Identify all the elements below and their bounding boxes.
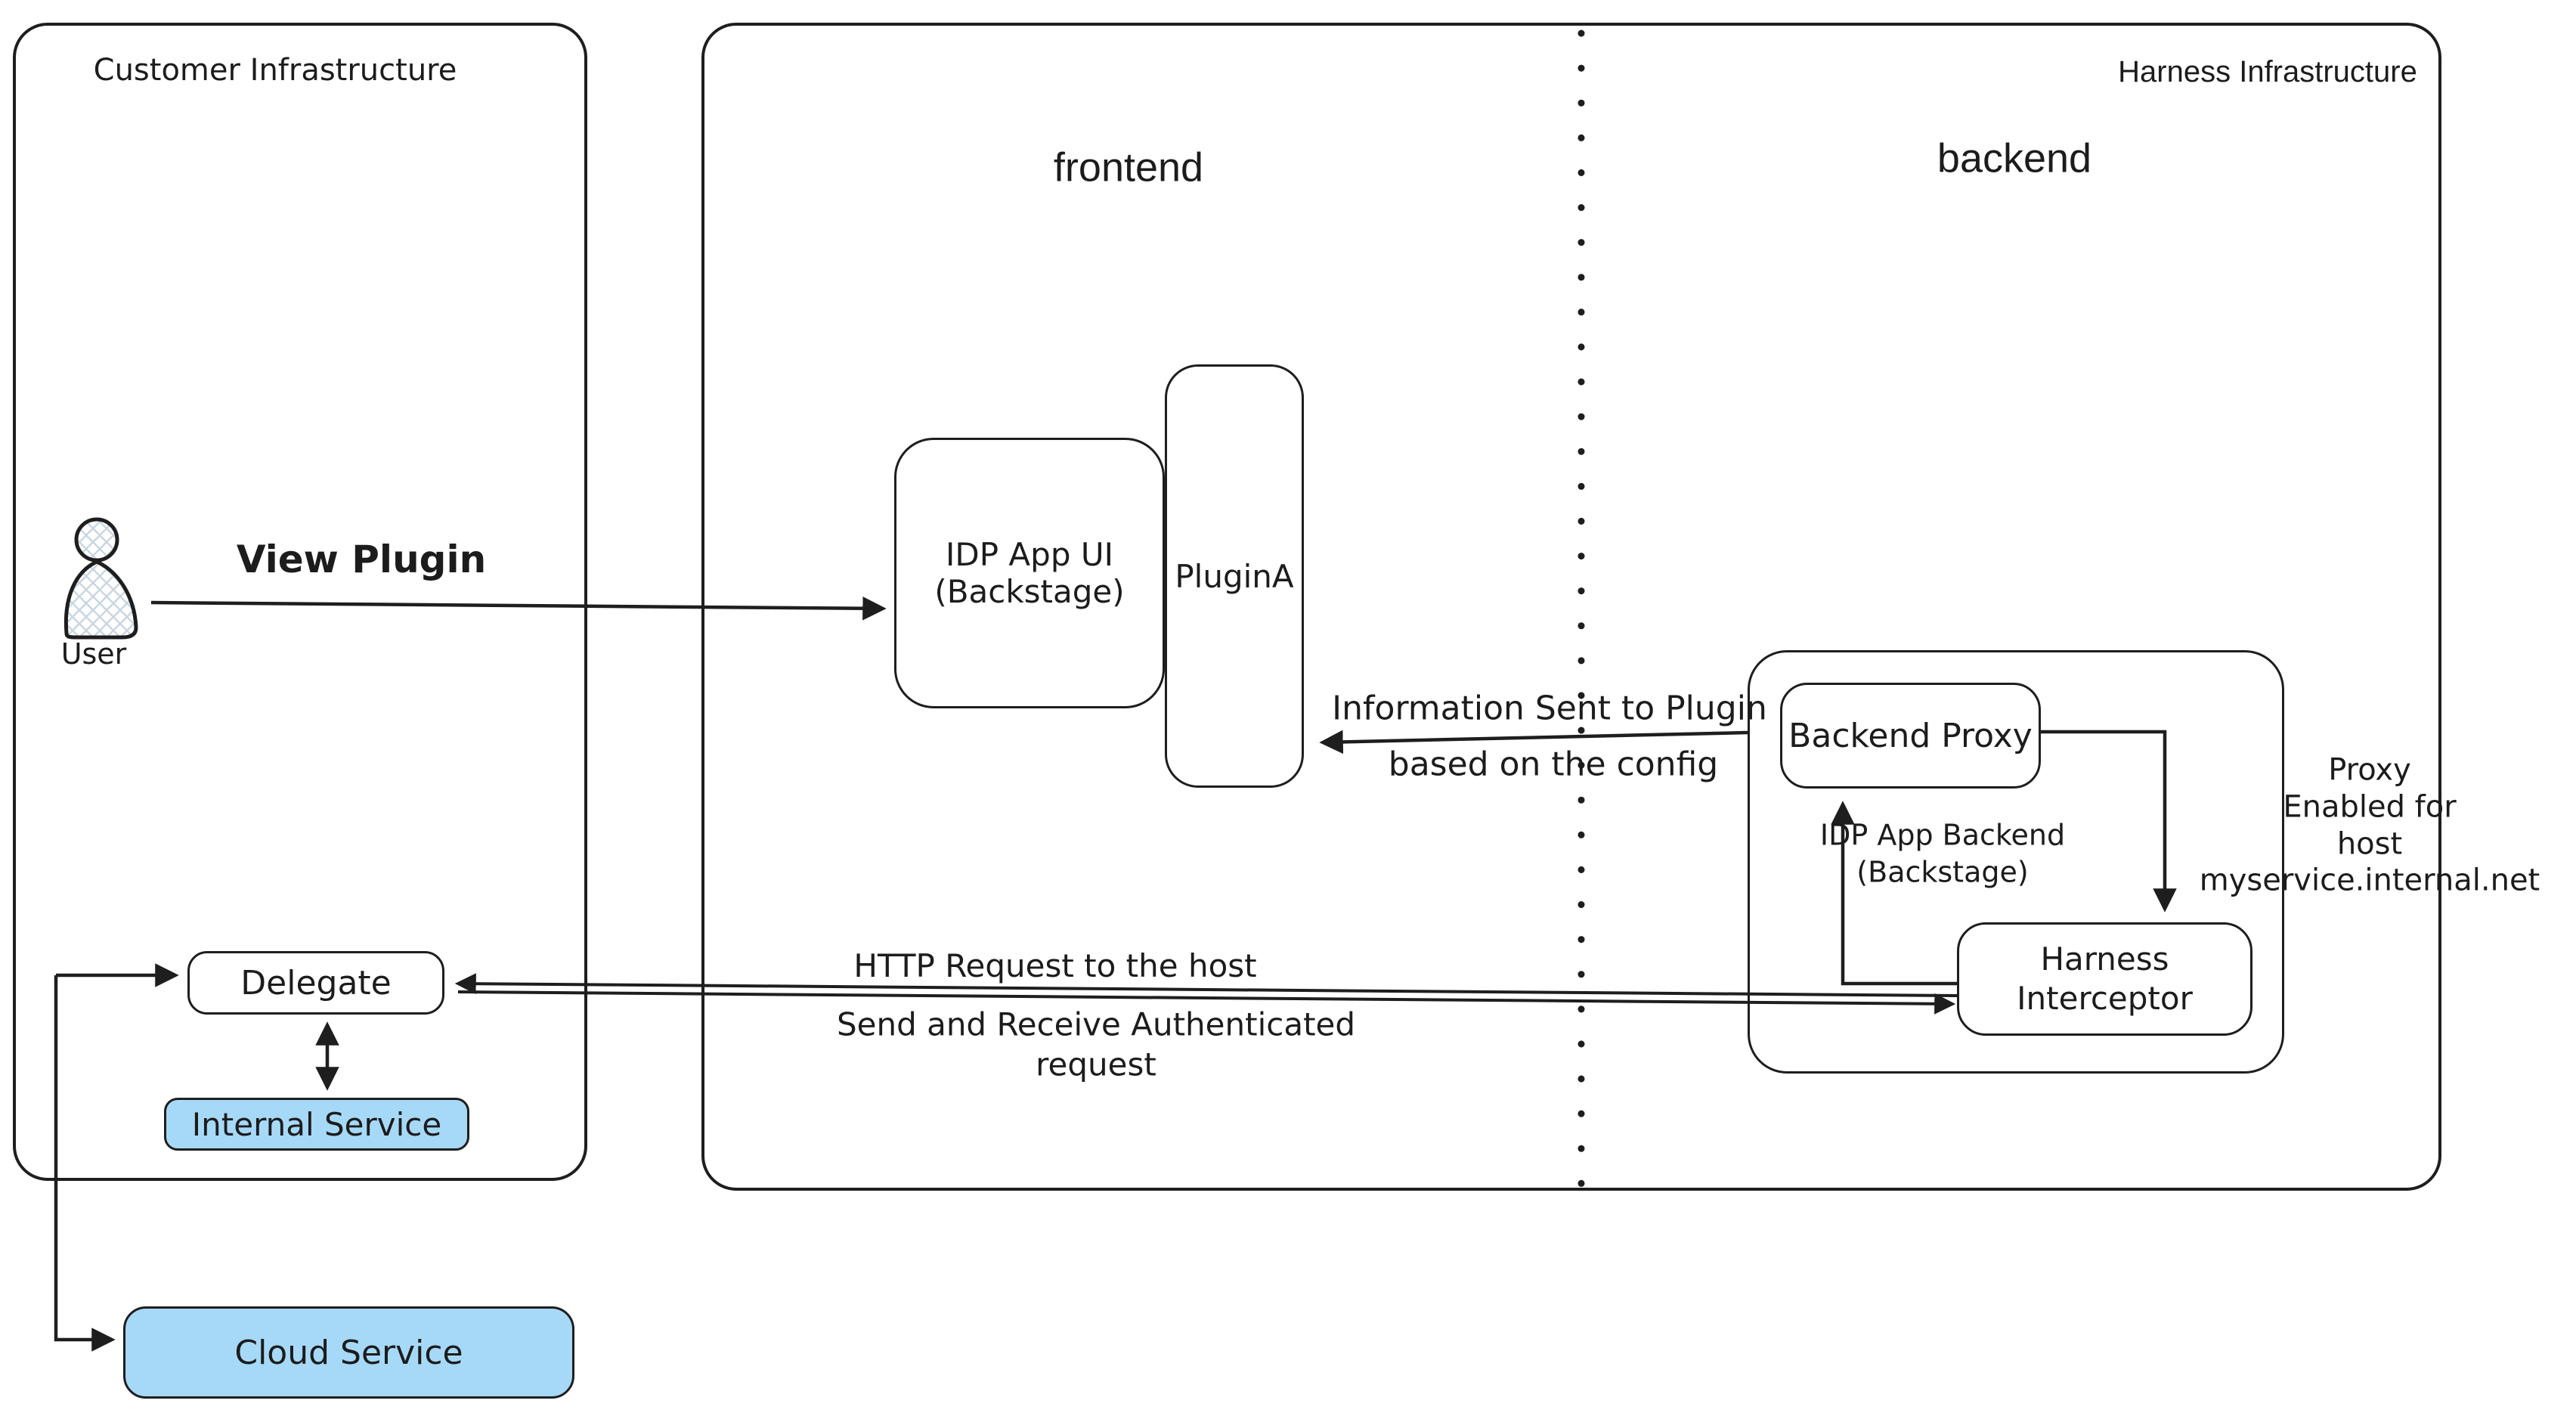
harness-interceptor-node: Harness Interceptor [1957, 922, 2252, 1036]
http-request-edge-label: HTTP Request to the host [853, 947, 1257, 984]
backend-proxy-label: Backend Proxy [1788, 716, 2033, 755]
proxy-enabled-note: Proxy Enabled for host myservice.interna… [2199, 752, 2540, 898]
user-icon [63, 517, 138, 640]
harness-interceptor-label: Harness Interceptor [2017, 940, 2193, 1018]
cloud-service-label: Cloud Service [234, 1333, 463, 1372]
backend-proxy-node: Backend Proxy [1780, 683, 2041, 789]
idp-app-ui-node: IDP App UI (Backstage) [894, 438, 1165, 708]
send-receive-edge-label: Send and Receive Authenticated request [836, 1005, 1356, 1083]
internal-service-node: Internal Service [164, 1098, 469, 1151]
delegate-label: Delegate [240, 963, 392, 1002]
information-sent-edge-label: Information Sent to Plugin [1332, 689, 1767, 728]
based-on-config-edge-label: based on the config [1388, 745, 1719, 784]
harness-infrastructure-title: Harness Infrastructure [2118, 55, 2417, 88]
idp-app-backend-group-label: IDP App Backend (Backstage) [1819, 818, 2066, 889]
cloud-service-node: Cloud Service [123, 1306, 574, 1399]
delegate-node: Delegate [187, 951, 444, 1015]
user-label: User [60, 637, 127, 671]
customer-infrastructure-title: Customer Infrastructure [93, 53, 457, 88]
view-plugin-edge-label: View Plugin [236, 538, 487, 581]
plugin-a-label: PluginA [1175, 557, 1294, 595]
internal-service-label: Internal Service [191, 1105, 442, 1143]
idp-app-ui-label: IDP App UI (Backstage) [934, 536, 1125, 610]
backend-section-title: backend [1937, 135, 2092, 181]
plugin-a-node: PluginA [1165, 364, 1304, 788]
idp-app-backend-group-box [1748, 650, 2284, 1074]
frontend-section-title: frontend [1053, 144, 1204, 191]
